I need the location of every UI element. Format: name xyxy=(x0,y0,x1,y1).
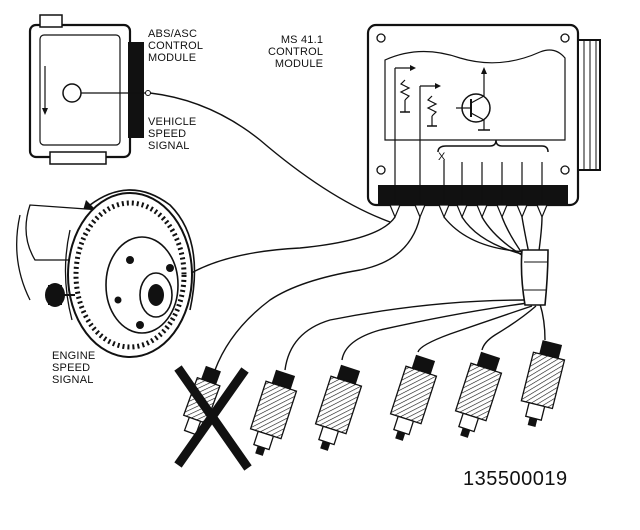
fuel-injectors xyxy=(182,340,566,456)
label-line: SIGNAL xyxy=(52,374,94,386)
figure-number: 135500019 xyxy=(463,468,568,490)
label-line: SIGNAL xyxy=(148,140,190,152)
wire-harness xyxy=(520,249,549,306)
abs-control-module xyxy=(28,14,151,165)
vehicle-speed-signal-label: VEHICLE SPEED SIGNAL xyxy=(148,116,196,152)
label-line: ABS/ASC xyxy=(148,28,198,40)
engine-speed-signal-label: ENGINE SPEED SIGNAL xyxy=(52,350,95,386)
injector xyxy=(454,351,503,438)
injector xyxy=(314,364,363,451)
label-line: MODULE xyxy=(148,52,197,64)
label-line: ENGINE xyxy=(52,350,96,362)
injector xyxy=(520,340,566,427)
label-line: CONTROL xyxy=(268,46,324,58)
signal-wires xyxy=(149,92,546,371)
label-line: CONTROL xyxy=(148,40,204,52)
ms41-control-module xyxy=(366,23,601,219)
injector xyxy=(249,369,298,456)
label-line: VEHICLE xyxy=(148,116,197,128)
x-marker: X xyxy=(438,151,446,163)
crankshaft-sensor-wheel xyxy=(16,192,193,358)
label-line: SPEED xyxy=(148,128,187,140)
abs-control-module-label: ABS/ASC CONTROL MODULE xyxy=(148,28,203,64)
label-line: MS 41.1 xyxy=(280,34,324,46)
label-line: MODULE xyxy=(274,58,324,70)
disabled-injector-cross xyxy=(174,365,252,471)
label-line: SPEED xyxy=(52,362,91,374)
injector xyxy=(389,354,438,441)
ms41-control-module-label: MS 41.1 CONTROL MODULE xyxy=(268,34,323,70)
